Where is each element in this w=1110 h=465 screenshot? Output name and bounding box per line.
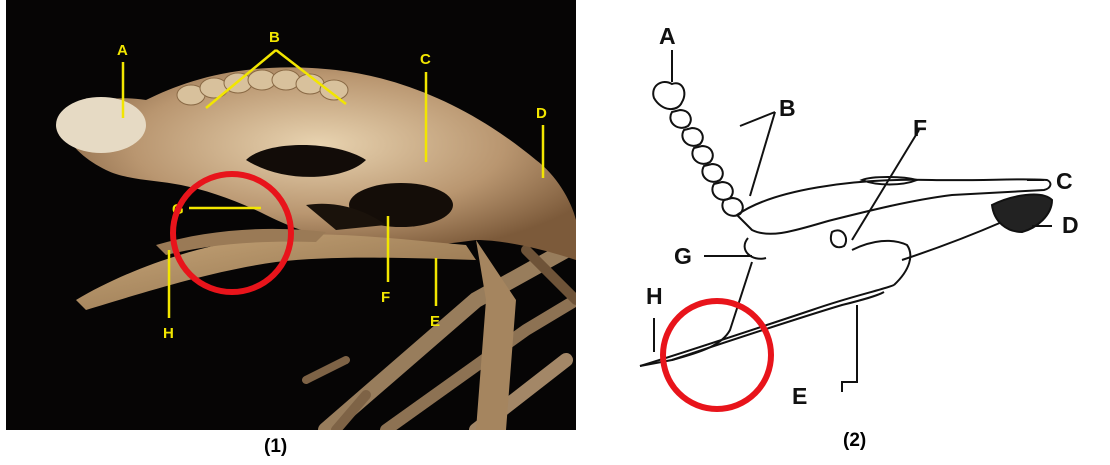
photo-panel: A B C D G F E H: [6, 0, 576, 430]
photo-label-d: D: [536, 105, 547, 122]
drawing-label-e: E: [792, 383, 807, 409]
panel-caption-1: (1): [264, 436, 287, 458]
skull-photo: A B C D G F E H: [6, 0, 576, 430]
photo-label-b: B: [269, 29, 280, 46]
drawing-label-c: C: [1056, 168, 1073, 194]
photo-label-f: F: [381, 289, 390, 306]
drawing-panel: A B F C D G H E: [632, 0, 1110, 430]
drawing-label-d: D: [1062, 212, 1079, 238]
drawing-label-b: B: [779, 95, 796, 121]
skull-drawing: A B F C D G H E: [632, 0, 1110, 430]
drawing-label-g: G: [674, 243, 692, 269]
photo-label-e: E: [430, 313, 440, 330]
photo-label-c: C: [420, 51, 431, 68]
photo-label-h: H: [163, 325, 174, 342]
drawing-label-f: F: [913, 115, 927, 141]
drawing-label-a: A: [659, 23, 676, 49]
drawing-label-h: H: [646, 283, 663, 309]
panel-caption-2: (2): [843, 430, 866, 452]
photo-label-a: A: [117, 42, 128, 59]
